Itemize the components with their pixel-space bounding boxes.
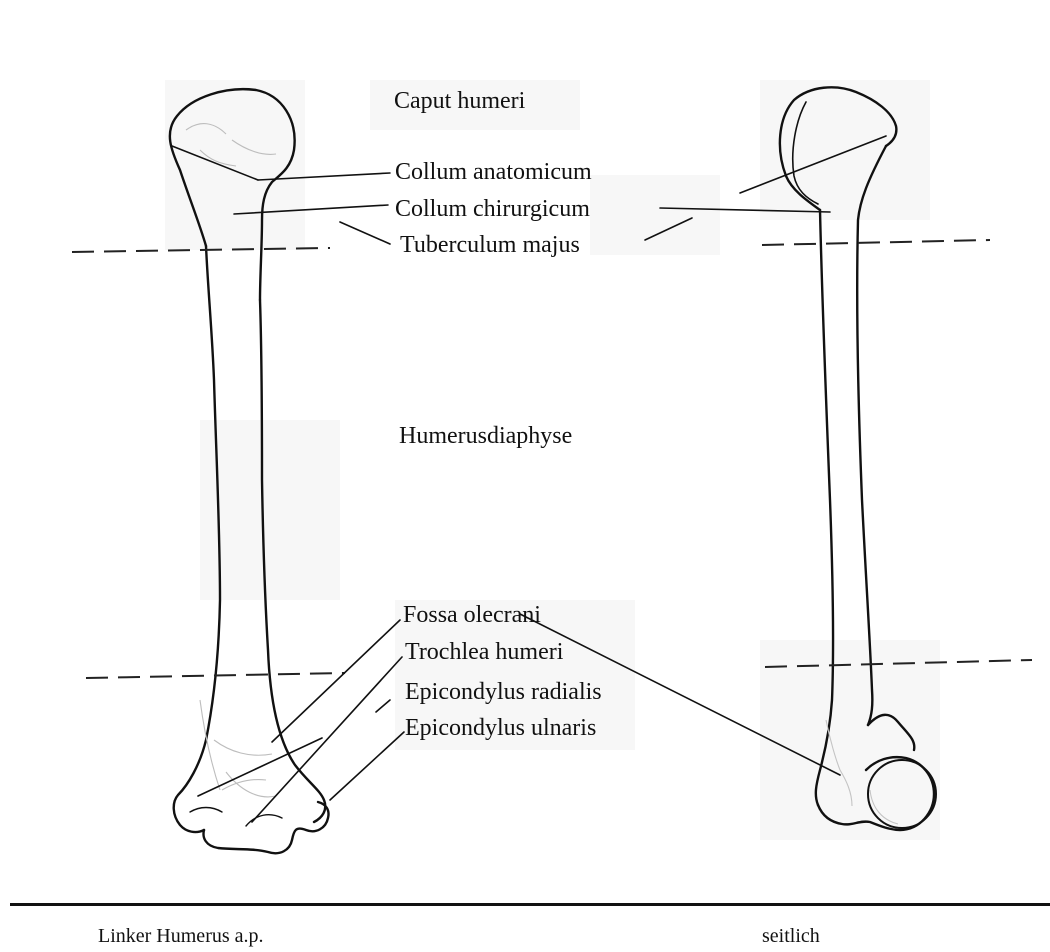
caption-right-view: seitlich [762, 926, 820, 946]
label-epicondylus-ulnaris: Epicondylus ulnaris [405, 716, 596, 740]
left-humerus-condyles [204, 802, 329, 853]
label-caput-humeri: Caput humeri [394, 89, 525, 113]
leader-epicondylus-ulnaris [330, 732, 404, 800]
label-collum-chirurgicum: Collum chirurgicum [395, 197, 590, 221]
humerus-drawing [0, 0, 1050, 900]
right-humerus-shaft-back [857, 146, 886, 725]
leader-epicondylus-radialis-2 [198, 738, 322, 796]
label-collum-anatomicum: Collum anatomicum [395, 160, 592, 184]
label-epicondylus-radialis: Epicondylus radialis [405, 680, 602, 704]
label-humerusdiaphyse: Humerusdiaphyse [399, 424, 572, 448]
caption-left-view: Linker Humerus a.p. [98, 926, 264, 946]
upper-boundary-right [762, 240, 990, 245]
label-trochlea-humeri: Trochlea humeri [405, 640, 563, 664]
label-tuberculum-majus: Tuberculum majus [400, 233, 580, 257]
leader-tuberculum-majus-left [340, 222, 390, 244]
label-fossa-olecrani: Fossa olecrani [403, 603, 541, 627]
caption-divider [10, 903, 1050, 906]
leader-epicondylus-radialis [376, 700, 390, 712]
